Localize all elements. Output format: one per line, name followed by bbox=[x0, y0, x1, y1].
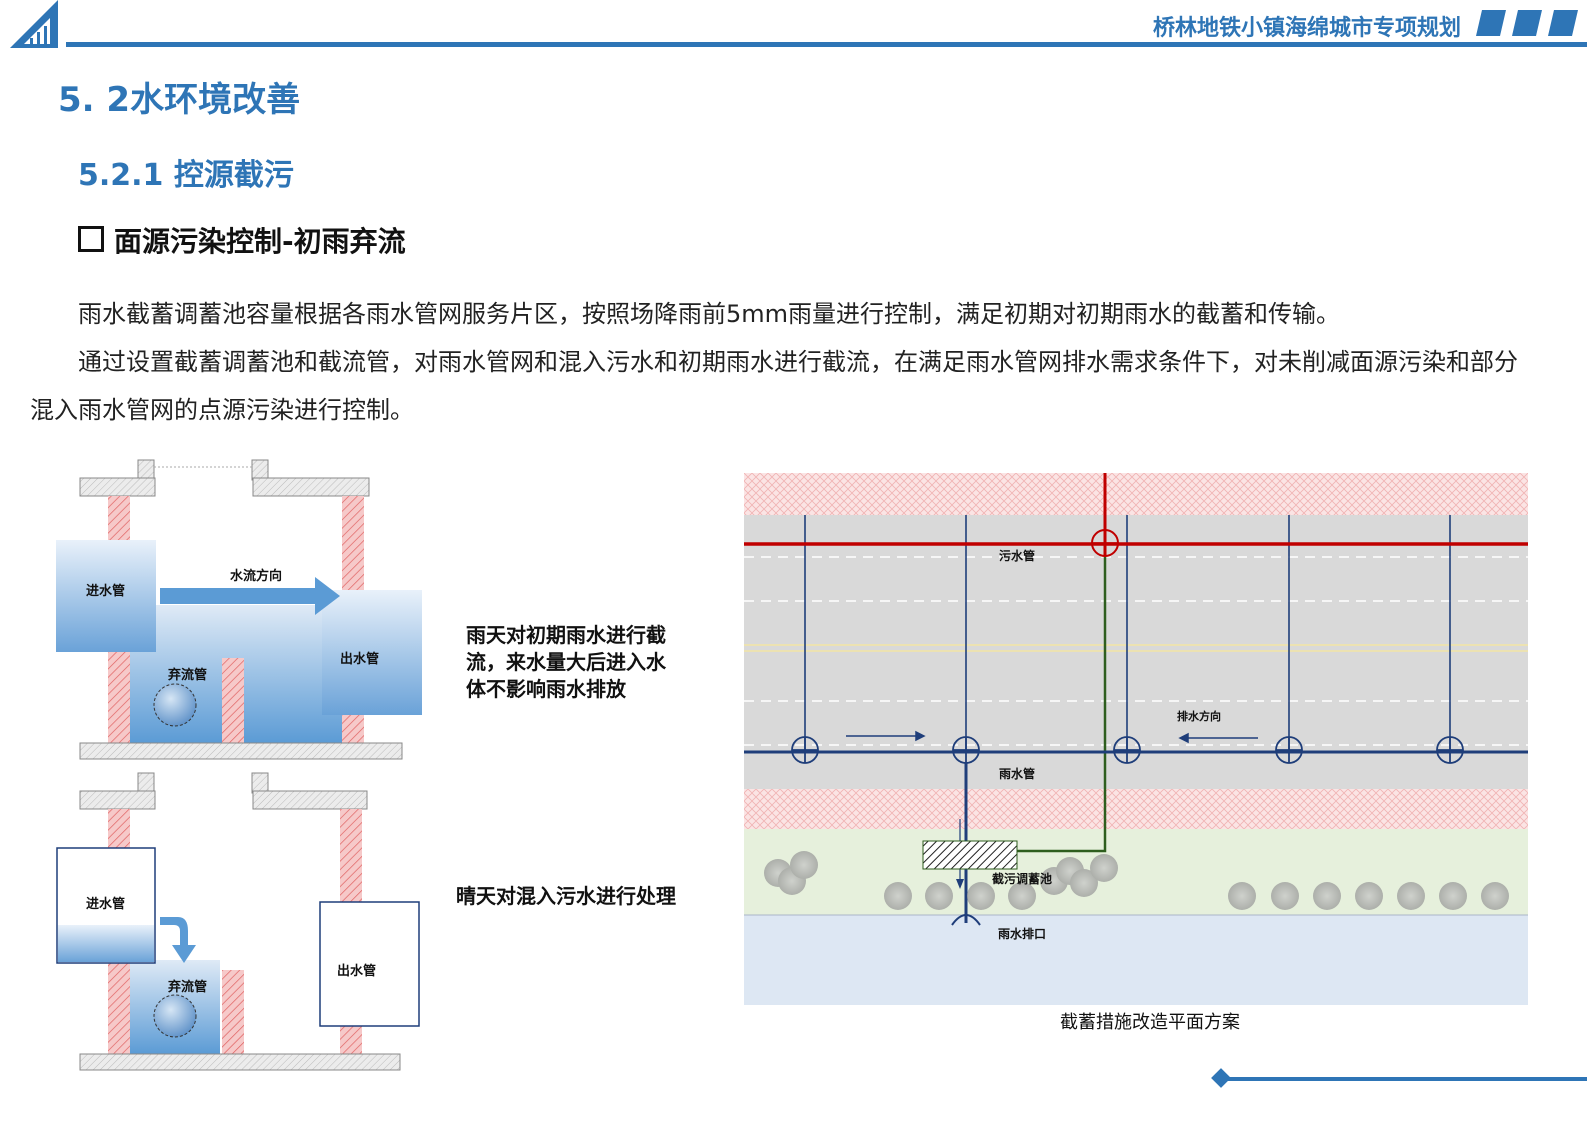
dry-note: 晴天对混入污水进行处理 bbox=[456, 884, 676, 908]
section-heading: 5. 2水环境改善 bbox=[58, 80, 301, 120]
document-title: 桥林地铁小镇海绵城市专项规划 bbox=[1152, 16, 1461, 41]
storage-tank-label: 截污调蓄池 bbox=[992, 872, 1053, 886]
tank-diagrams bbox=[56, 459, 422, 1071]
rain-diagram bbox=[56, 459, 422, 760]
dry-bypass-label: 弃流管 bbox=[168, 980, 208, 995]
rain-note: 雨天对初期雨水进行截流，来水量大后进入水体不影响雨水排放 bbox=[466, 623, 666, 701]
header-bars-icon bbox=[1476, 10, 1578, 36]
rain-inlet-label: 进水管 bbox=[86, 584, 126, 599]
body-text: 雨水截蓄调蓄池容量根据各雨水管网服务片区，按照场降雨前5mm雨量进行控制，满足初… bbox=[30, 290, 1530, 434]
rain-bypass-label: 弃流管 bbox=[168, 668, 208, 683]
dry-diagram bbox=[56, 772, 420, 1071]
topic-heading: 面源污染控制-初雨弃流 bbox=[78, 220, 406, 260]
plan-caption: 截蓄措施改造平面方案 bbox=[1060, 1012, 1240, 1033]
dry-outlet-label: 出水管 bbox=[337, 964, 377, 979]
checkbox-square-icon bbox=[78, 226, 104, 252]
rain-outlet-label: 出水管 bbox=[340, 652, 380, 667]
storm-pipe-label: 雨水管 bbox=[999, 767, 1036, 781]
outfall-label: 雨水排口 bbox=[998, 927, 1047, 941]
dry-inlet-label: 进水管 bbox=[86, 897, 126, 912]
paragraph-1: 雨水截蓄调蓄池容量根据各雨水管网服务片区，按照场降雨前5mm雨量进行控制，满足初… bbox=[78, 300, 1341, 328]
sewer-pipe-label: 污水管 bbox=[999, 549, 1036, 563]
plan-view bbox=[744, 473, 1528, 1005]
subsection-heading: 5.2.1 控源截污 bbox=[78, 158, 294, 193]
logo-icon bbox=[10, 0, 58, 48]
footer-diamond-icon bbox=[1211, 1068, 1231, 1088]
rain-flow-label: 水流方向 bbox=[230, 569, 283, 584]
topic-heading-text: 面源污染控制-初雨弃流 bbox=[114, 225, 406, 258]
paragraph-2: 通过设置截蓄调蓄池和截流管，对雨水管网和混入污水和初期雨水进行截流，在满足雨水管… bbox=[30, 348, 1518, 424]
drain-direction-label: 排水方向 bbox=[1177, 710, 1221, 723]
header-rule bbox=[66, 42, 1587, 47]
footer-rule bbox=[1222, 1077, 1587, 1081]
